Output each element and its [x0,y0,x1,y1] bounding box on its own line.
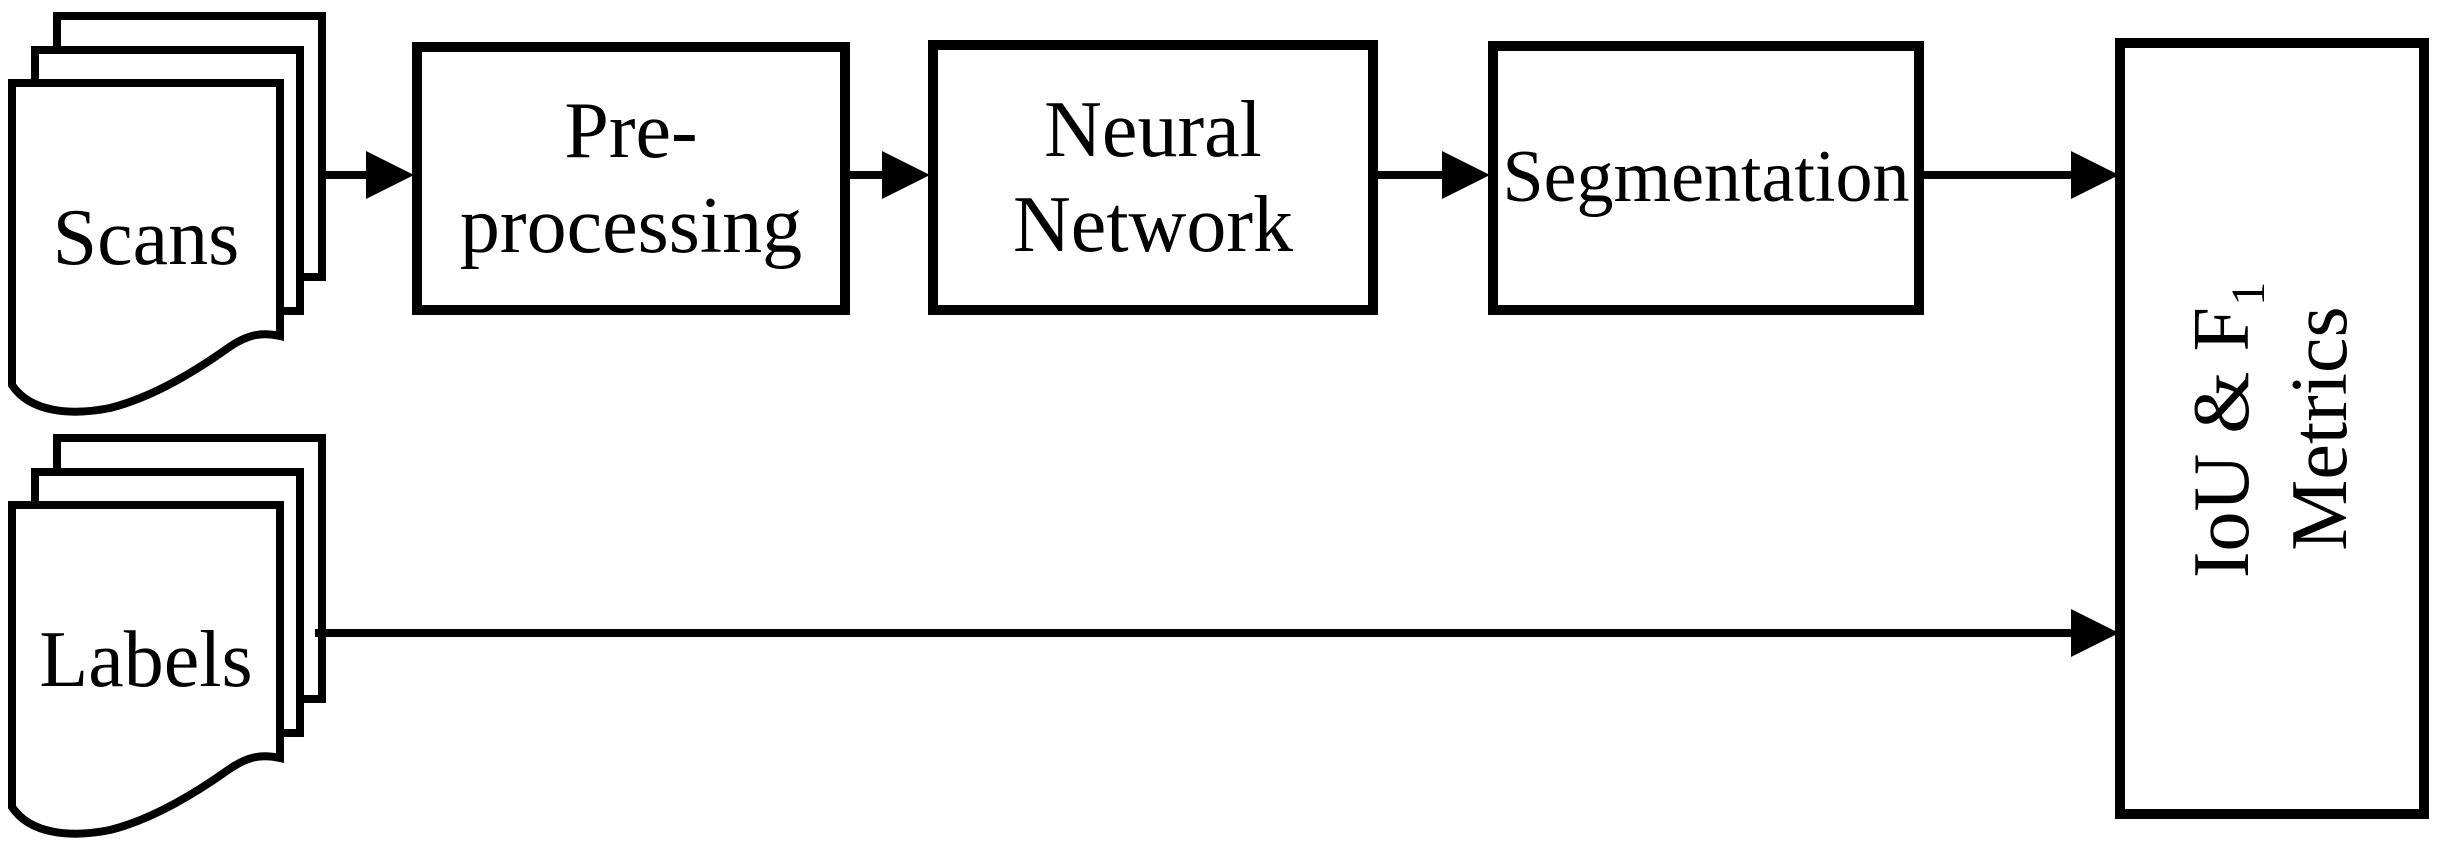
arrowhead-icon [882,151,930,199]
arrowhead-icon [366,151,414,199]
labels-document-stack-icon [8,434,326,838]
scans-document-stack-icon [8,12,326,416]
metrics-node: IoU & F₁ Metrics [2115,38,2429,819]
preprocessing-node-label: Pre- processing [459,87,803,270]
arrowhead-icon [2071,151,2119,199]
labels-page-front [8,501,284,838]
arrow-preprocessing-to-neural-network [846,151,930,199]
segmentation-node-label: Segmentation [1502,136,1910,219]
neural-network-node-label: Neural Network [1013,86,1293,269]
scans-node-label: Scans [52,194,240,282]
arrow-segmentation-to-metrics [1922,151,2119,199]
preprocessing-node: Pre- processing [412,42,850,315]
labels-node-label: Labels [39,616,253,704]
arrow-neural-network-to-segmentation [1376,151,1490,199]
scans-page-front [8,79,284,416]
arrow-scans-to-preprocessing [318,151,414,199]
arrow-labels-to-metrics [315,609,2119,657]
arrowhead-icon [2071,609,2119,657]
neural-network-node: Neural Network [928,40,1378,315]
segmentation-node: Segmentation [1488,41,1924,315]
arrowhead-icon [1442,151,1490,199]
metrics-node-label: IoU & F₁ Metrics [2178,278,2364,579]
